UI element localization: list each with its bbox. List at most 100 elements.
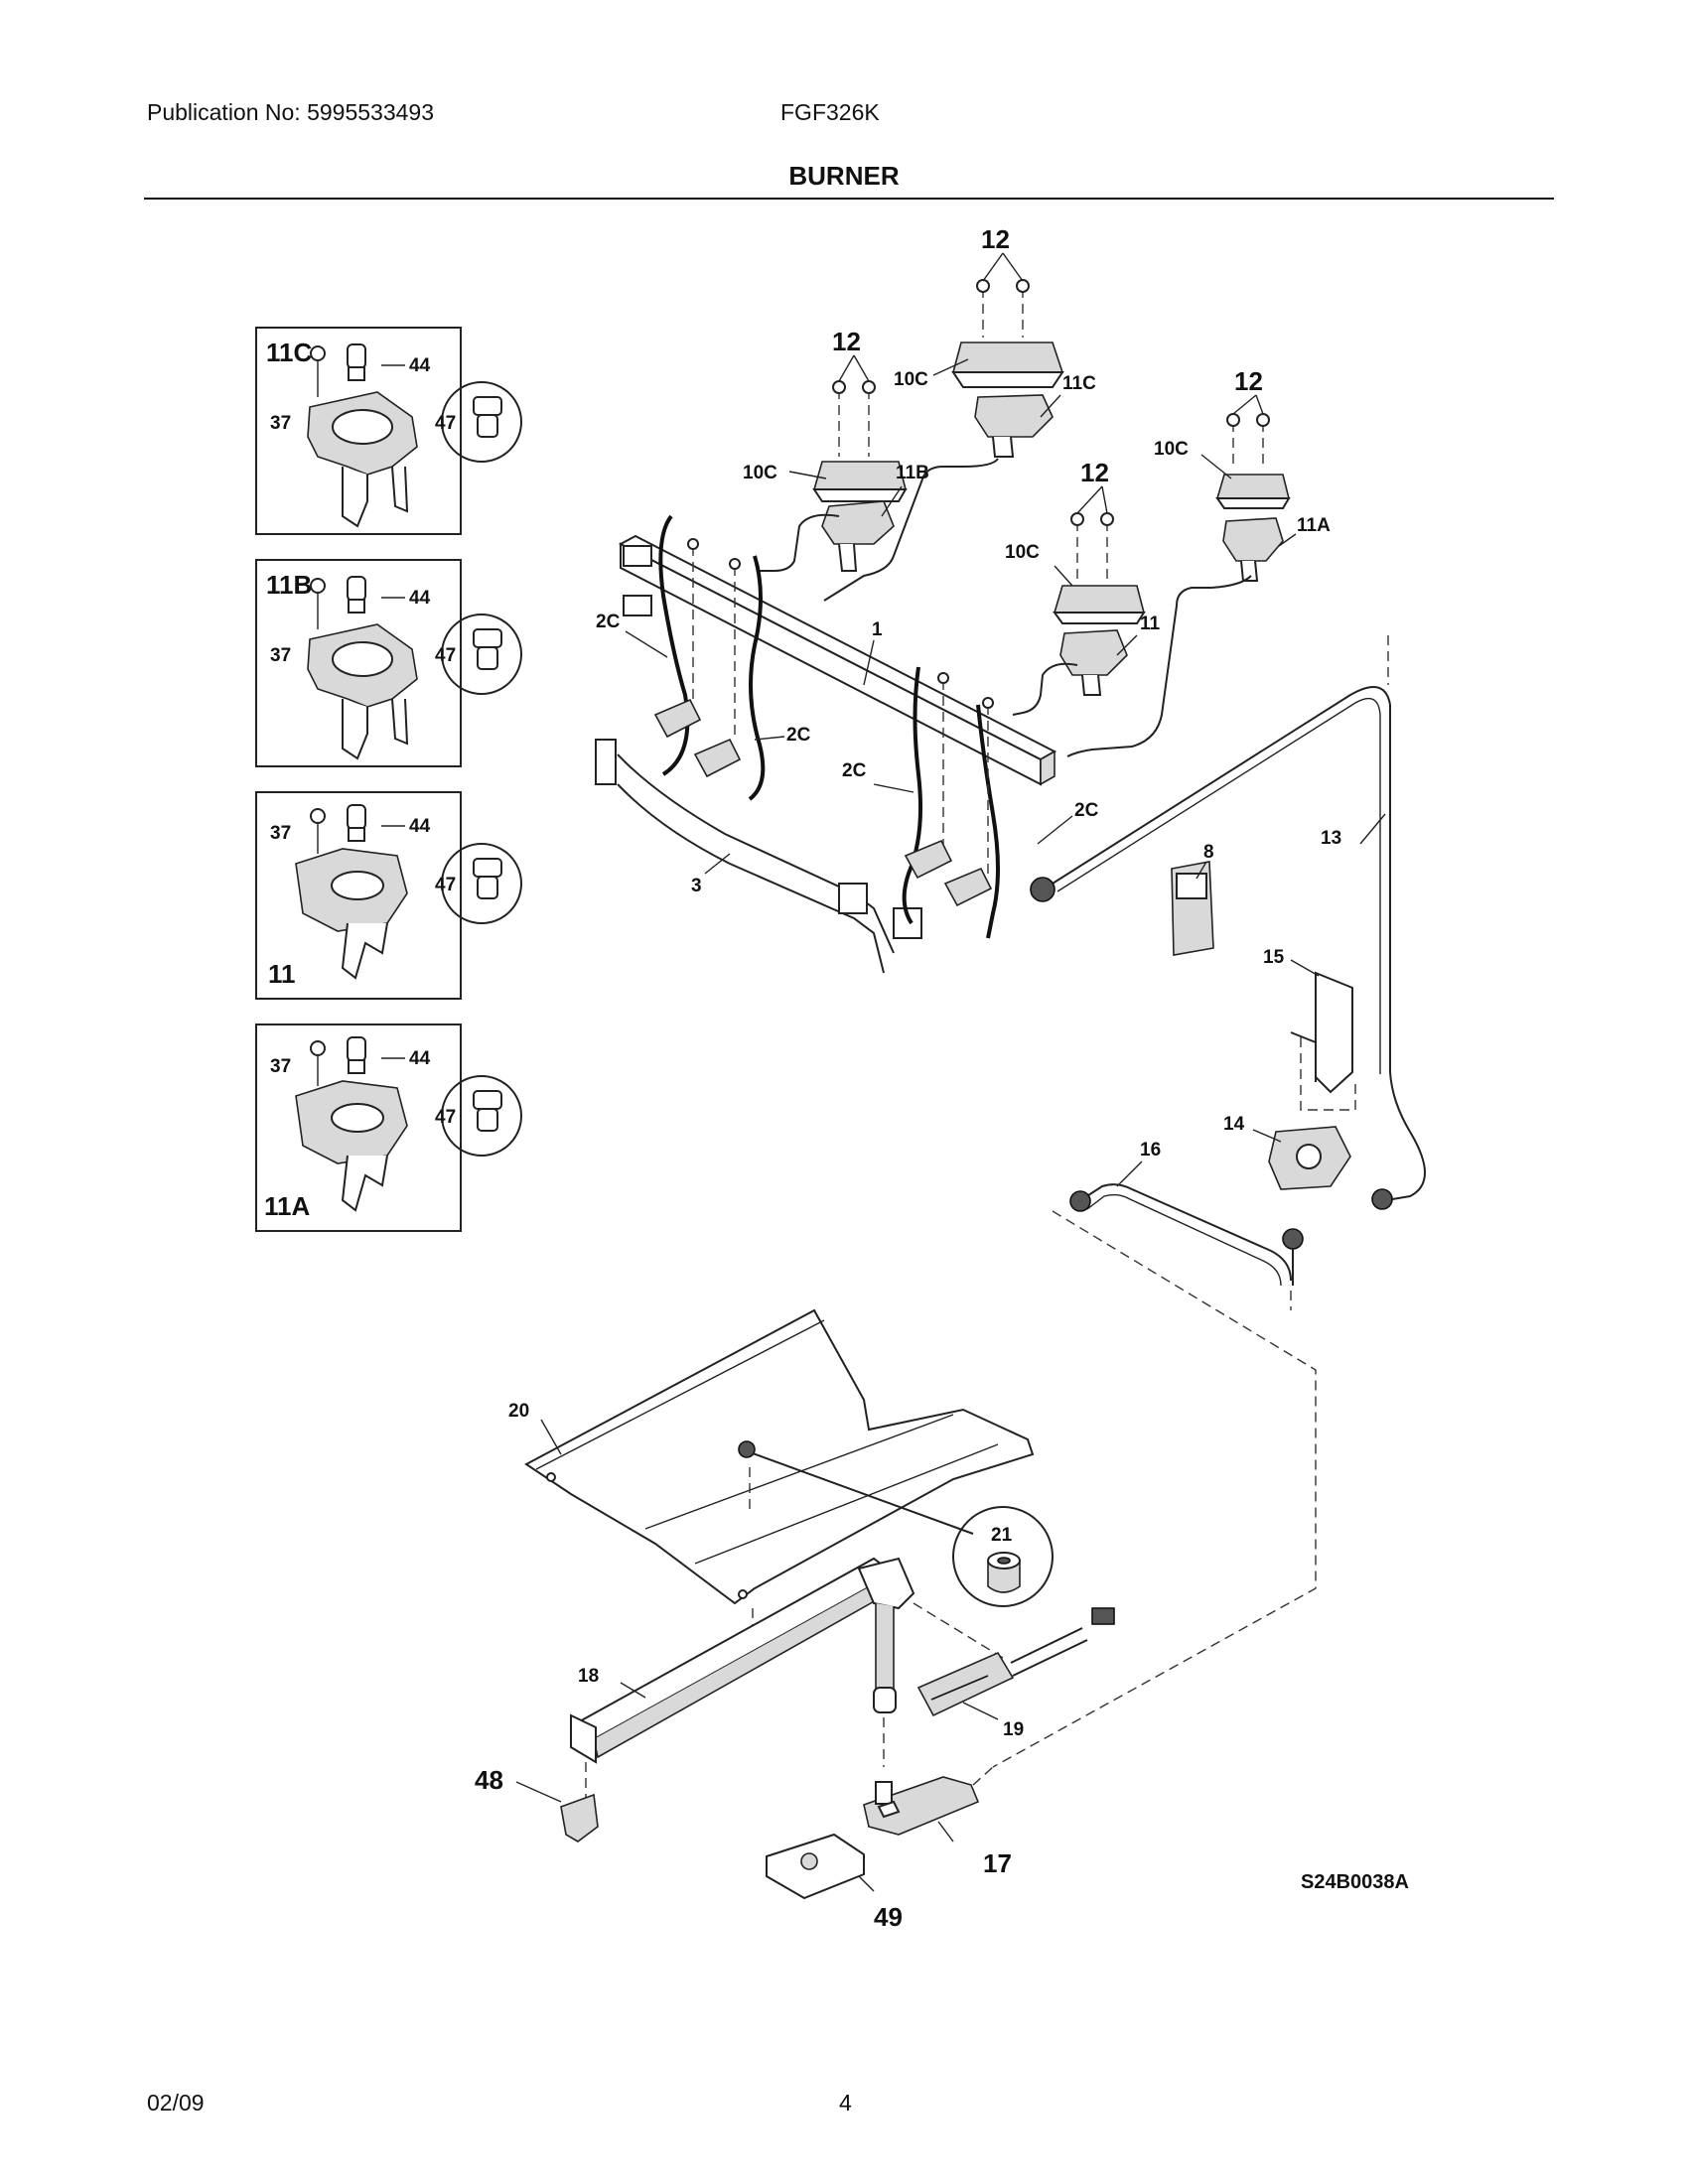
- burner-baffle: [524, 1308, 1035, 1605]
- inset-11: 37 44 11 47: [255, 791, 522, 1000]
- screw-icon: [310, 808, 326, 854]
- callout-15: 15: [1263, 947, 1285, 968]
- callout-10c: 10C: [1154, 439, 1189, 460]
- valve-icon: [821, 500, 895, 572]
- inset-screw-label: 37: [270, 413, 291, 434]
- burner-head-icon: [1053, 521, 1146, 624]
- cap-icon: [473, 1090, 502, 1132]
- callout-2c: 2C: [786, 725, 811, 746]
- inset-circle-label: 47: [435, 413, 456, 434]
- valve-icon: [307, 391, 418, 528]
- inset-label: 11B: [266, 570, 312, 600]
- callout-14: 14: [1223, 1114, 1245, 1135]
- bracket: [1290, 971, 1353, 1094]
- screw-icon: [310, 345, 326, 397]
- oven-burner-tube: [570, 1557, 915, 1764]
- regulator-icon: [1268, 1126, 1351, 1190]
- callout-2c: 2C: [596, 612, 621, 632]
- publication-number: Publication No: 5995533493: [147, 99, 435, 125]
- callout-2c: 2C: [842, 760, 867, 781]
- callout-8: 8: [1203, 842, 1214, 863]
- inset-circle-label: 47: [435, 875, 456, 895]
- clip-icon: [560, 1793, 599, 1843]
- valve-icon: [974, 394, 1054, 458]
- inset-label: 11A: [264, 1191, 310, 1221]
- callout-48: 48: [475, 1765, 503, 1795]
- callout-12: 12: [832, 327, 861, 356]
- inset-circle-label: 47: [435, 1107, 456, 1128]
- callout-11a: 11A: [1297, 515, 1331, 536]
- model-number: FGF326K: [780, 99, 880, 125]
- callout-2c: 2C: [1074, 800, 1099, 821]
- callout-18: 18: [578, 1666, 599, 1687]
- manifold-rail: [595, 739, 922, 974]
- safety-valve: [863, 1776, 980, 1836]
- screw-icon: [310, 578, 326, 629]
- valve-icon: [295, 848, 408, 980]
- valve-icon: [1059, 629, 1128, 696]
- page-number: 4: [839, 2090, 852, 2116]
- cap-icon: [347, 804, 405, 842]
- callout-20: 20: [508, 1401, 529, 1422]
- screw-icon: [1226, 413, 1270, 427]
- callout-12: 12: [1234, 366, 1263, 396]
- footer-date: 02/09: [147, 2090, 205, 2116]
- callout-49: 49: [874, 1902, 903, 1932]
- nut-icon: [987, 1552, 1021, 1593]
- cap-icon: [473, 396, 502, 438]
- callout-11c: 11C: [1062, 373, 1096, 394]
- callout-10c: 10C: [1005, 542, 1040, 563]
- inset-11B: 11B 37 44 47: [255, 559, 522, 767]
- ignition-module: [1171, 861, 1214, 956]
- manifold-bar: [618, 534, 1057, 786]
- callout-10c: 10C: [894, 369, 928, 390]
- drawing-code: S24B0038A: [1301, 1871, 1409, 1893]
- bracket: [766, 1833, 865, 1900]
- screw-icon: [976, 279, 1030, 293]
- callout-17: 17: [983, 1848, 1012, 1878]
- callout-10c: 10C: [743, 463, 777, 483]
- inset-circle-label: 47: [435, 645, 456, 666]
- page-title: BURNER: [788, 161, 900, 191]
- burner-head-icon: [951, 288, 1064, 388]
- inset-11A: 37 44 11A 47: [255, 1024, 522, 1232]
- header-rule: [144, 198, 1554, 200]
- inset-label: 11C: [266, 338, 312, 367]
- cap-icon: [347, 343, 405, 381]
- inset-screw-label: 37: [270, 1056, 291, 1077]
- callout-19: 19: [1003, 1719, 1024, 1740]
- callout-13: 13: [1321, 828, 1341, 849]
- valve-icon: [1222, 517, 1284, 582]
- cap-icon: [347, 576, 405, 614]
- callout-3: 3: [691, 876, 702, 896]
- callout-12: 12: [981, 224, 1010, 254]
- igniter-icon: [916, 1607, 1115, 1717]
- screw-icon: [832, 380, 876, 394]
- valve-icon: [307, 623, 418, 760]
- callout-12: 12: [1080, 458, 1109, 487]
- callout-16: 16: [1140, 1140, 1161, 1160]
- callout-11b: 11B: [896, 463, 929, 483]
- screw-icon: [1070, 512, 1114, 526]
- inset-cap-label: 44: [409, 816, 431, 837]
- inset-cap-label: 44: [409, 588, 431, 609]
- valve-icon: [295, 1080, 408, 1212]
- screw-icon: [687, 538, 994, 874]
- inset-11C: 11C 37 44 47: [255, 327, 522, 535]
- callout-21: 21: [991, 1525, 1013, 1546]
- callout-leaders: [515, 252, 1386, 1892]
- cap-icon: [473, 858, 502, 899]
- screw-icon: [310, 1040, 326, 1086]
- callout-11: 11: [1140, 614, 1161, 634]
- inset-label: 11: [268, 959, 296, 989]
- cap-icon: [347, 1036, 405, 1074]
- inset-cap-label: 44: [409, 355, 431, 376]
- valve-icon: [653, 698, 993, 907]
- inset-screw-label: 37: [270, 823, 291, 844]
- inset-screw-label: 37: [270, 645, 291, 666]
- burner-head-icon: [1215, 422, 1291, 509]
- callout-1: 1: [872, 619, 883, 640]
- inset-cap-label: 44: [409, 1048, 431, 1069]
- cap-icon: [473, 628, 502, 670]
